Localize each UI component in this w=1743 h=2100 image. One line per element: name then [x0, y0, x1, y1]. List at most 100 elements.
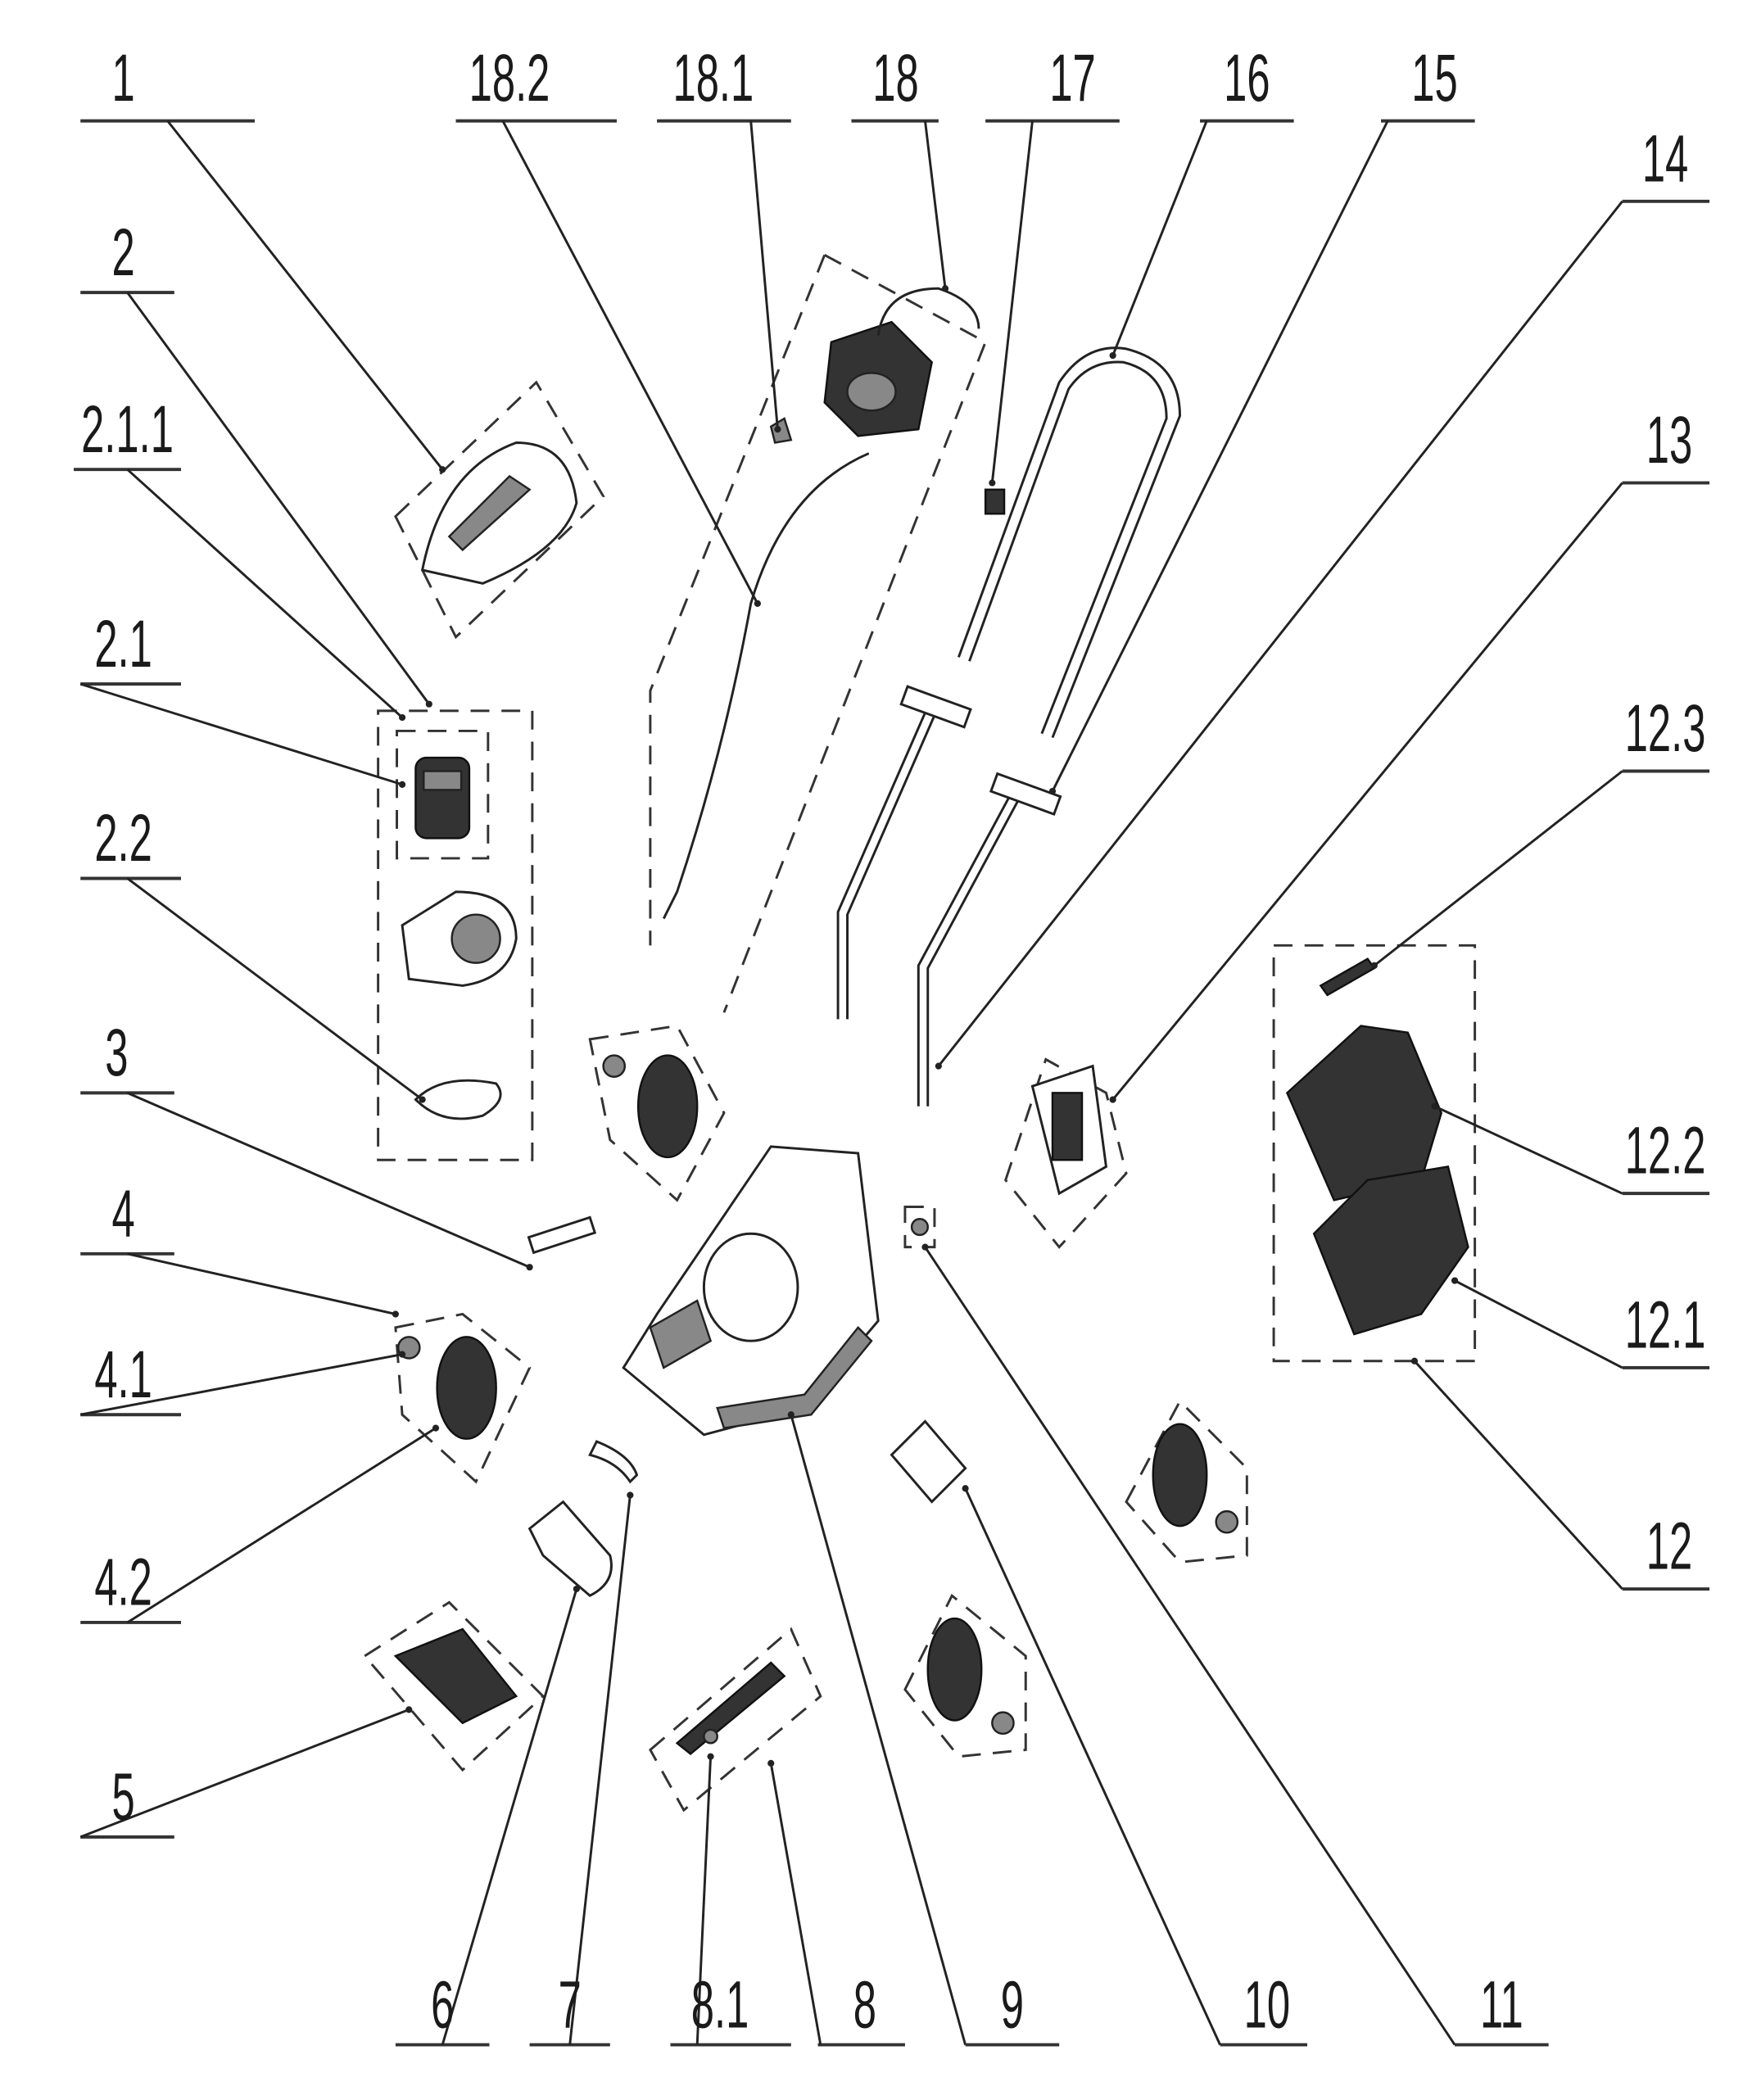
arrowhead-icon [1431, 1102, 1438, 1110]
leader-line [441, 1588, 578, 2046]
part-label-2-1-1: 2.1.1 [81, 392, 174, 467]
part-label-6: 6 [431, 1967, 454, 2042]
arrowhead-icon [935, 1062, 942, 1070]
part-18.2-cable [662, 452, 870, 920]
part-label-3: 3 [105, 1016, 128, 1090]
part-2.1-motor [414, 756, 471, 840]
part-label-18: 18 [872, 41, 918, 115]
part-8.1-bolt [703, 1728, 718, 1745]
parts-drawing [363, 254, 1477, 1813]
arrowhead-icon [432, 1424, 440, 1432]
callout-6: 6 [395, 1585, 580, 2047]
callout-18-2: 18.2 [455, 41, 761, 607]
part-1-motor-cover [394, 380, 605, 640]
leader-line [1413, 1360, 1623, 1591]
part-label-4-1: 4.1 [94, 1337, 152, 1412]
leader-line [1433, 1105, 1623, 1195]
part-10-plate [890, 1419, 967, 1504]
part-label-8-1: 8.1 [691, 1967, 749, 2042]
arrowhead-icon [398, 781, 406, 788]
part-label-2: 2 [111, 215, 134, 290]
arrowhead-icon [754, 600, 761, 607]
wheel-front-top [588, 1024, 726, 1202]
part-12.1-bottom-shell [1312, 1165, 1469, 1336]
arrowhead-icon [787, 1411, 795, 1419]
leader-line [79, 1708, 410, 1839]
part-18-switch-box [649, 254, 987, 1013]
arrowhead-icon [439, 466, 446, 473]
arrowhead-icon [989, 479, 996, 487]
callout-10: 10 [962, 1485, 1307, 2047]
arrowhead-icon [767, 1759, 775, 1767]
arrowhead-icon [425, 700, 432, 708]
callout-4: 4 [80, 1176, 399, 1318]
arrowhead-icon [1370, 962, 1378, 969]
callout-18: 18 [851, 41, 949, 292]
arrowhead-icon [392, 1310, 399, 1318]
leader-line [1373, 770, 1623, 967]
callout-14: 14 [935, 121, 1710, 1070]
part-12-grass-box [1272, 944, 1477, 1363]
part-label-18-2: 18.2 [469, 41, 550, 115]
arrowhead-icon [1109, 1096, 1116, 1103]
leader-line [126, 1427, 437, 1624]
callout-1: 1 [80, 41, 446, 473]
arrowhead-icon [962, 1485, 969, 1492]
leader-line [127, 1252, 396, 1315]
part-label-12: 12 [1646, 1509, 1692, 1583]
part-2.2-belt [414, 1079, 502, 1120]
leader-line [126, 877, 423, 1101]
part-18.1-switch [769, 417, 793, 444]
wheel-right [1125, 1399, 1248, 1564]
arrowhead-icon [627, 1491, 634, 1499]
arrowhead-icon [398, 713, 406, 722]
callout-2-1-1: 2.1.1 [74, 392, 406, 722]
arrowhead-icon [774, 426, 781, 433]
callout-12-3: 12.3 [1370, 691, 1710, 969]
part-label-8: 8 [853, 1967, 876, 2042]
callout-13: 13 [1109, 403, 1710, 1103]
leader-line [501, 120, 759, 604]
leader-line [126, 1092, 531, 1269]
leader-line [924, 120, 947, 289]
part-label-10: 10 [1244, 1967, 1290, 2042]
part-4-wheel [394, 1312, 532, 1484]
part-11-clip [903, 1206, 936, 1249]
part-9-deck [622, 1145, 880, 1437]
callout-8-1: 8.1 [670, 1753, 791, 2047]
callout-11: 11 [921, 1243, 1549, 2047]
part-label-9: 9 [1001, 1967, 1024, 2042]
part-label-12-1: 12.1 [1625, 1288, 1706, 1362]
leader-line [568, 1495, 632, 2045]
leader-line [126, 468, 404, 719]
part-3-bar [527, 1215, 597, 1255]
leader-line [1454, 1279, 1623, 1369]
callout-3: 3 [80, 1016, 533, 1271]
part-label-2-2: 2.2 [94, 801, 152, 876]
arrowhead-icon [419, 1096, 426, 1103]
part-label-12-3: 12.3 [1625, 691, 1706, 766]
part-2-motor-assembly [377, 709, 534, 1161]
part-label-4: 4 [111, 1176, 134, 1251]
callout-4-1: 4.1 [79, 1337, 406, 1417]
callout-2-1: 2.1 [79, 607, 406, 788]
arrowhead-icon [707, 1753, 714, 1760]
callout-18-1: 18.1 [657, 41, 791, 433]
leader-line [964, 1487, 1221, 2046]
part-label-12-2: 12.2 [1625, 1113, 1706, 1188]
arrowhead-icon [405, 1706, 413, 1713]
part-12.3-handle [1319, 957, 1376, 997]
arrowhead-icon [526, 1264, 533, 1271]
part-16-upper-handle [958, 346, 1181, 739]
leader-line [937, 200, 1623, 1067]
callout-9: 9 [787, 1411, 1060, 2047]
part-5-rear-flap [363, 1600, 546, 1772]
arrowhead-icon [398, 1351, 406, 1358]
callout-17: 17 [985, 41, 1120, 487]
leader-line [79, 682, 403, 786]
part-label-11: 11 [1480, 1967, 1523, 2042]
part-label-17: 17 [1049, 41, 1095, 115]
part-13-panel [1004, 1057, 1128, 1249]
part-12.2-top-shell [1285, 1025, 1442, 1202]
